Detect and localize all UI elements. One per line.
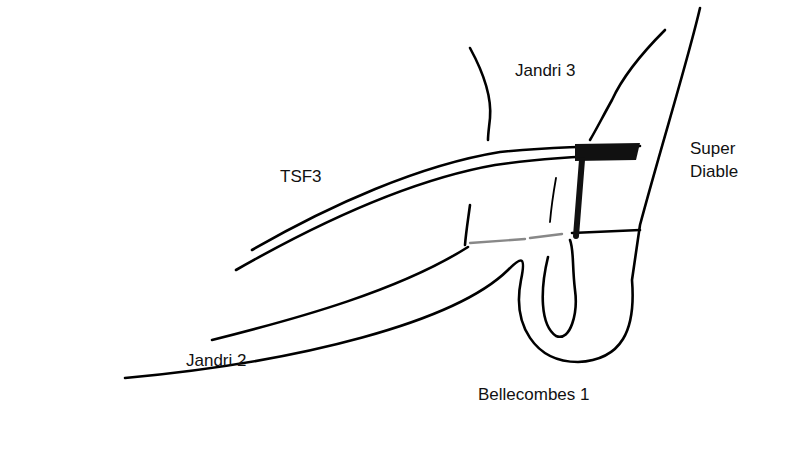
link-line — [572, 230, 640, 233]
bellecombes-outer — [125, 8, 700, 378]
tsf3-upper-cable — [252, 146, 640, 250]
jandri-3-left-edge-lower — [465, 205, 470, 245]
dashed-connector — [470, 234, 562, 243]
jandri-3-right-edge — [590, 30, 665, 140]
side-line — [550, 178, 556, 222]
place-label: TSF3 — [280, 166, 322, 189]
place-label: Jandri 3 — [515, 60, 575, 83]
place-label: Jandri 2 — [186, 350, 246, 373]
place-label: Super Diable — [690, 138, 760, 184]
tsf3-station — [575, 143, 640, 161]
place-label: Bellecombes 1 — [478, 384, 590, 407]
tsf3-lower-cable — [236, 155, 622, 270]
jandri-2-upper — [212, 247, 468, 340]
bellecombes-inner — [543, 240, 576, 337]
jandri-3-left-edge — [470, 48, 490, 140]
super-diable-lift — [576, 160, 582, 236]
